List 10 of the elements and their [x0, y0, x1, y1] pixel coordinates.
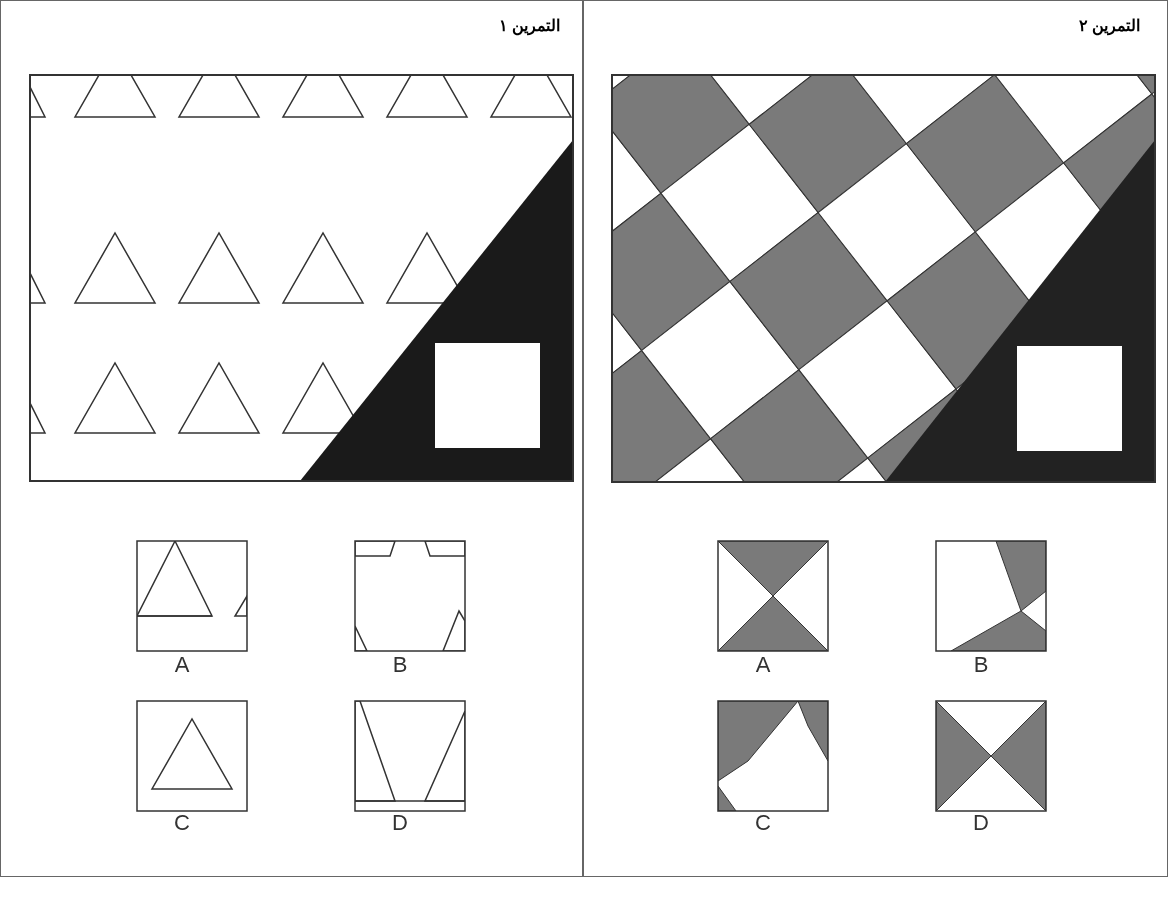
- option-letter: C: [173, 810, 191, 836]
- option-letter: D: [391, 810, 409, 836]
- option-letter: B: [972, 652, 990, 678]
- option-letter: B: [391, 652, 409, 678]
- option-letter: D: [972, 810, 990, 836]
- exercise-title: التمرين ٢: [1078, 16, 1140, 35]
- option-letter: A: [173, 652, 191, 678]
- option-letter: C: [754, 810, 772, 836]
- exercise-title: التمرين ١: [498, 16, 560, 35]
- option-letter: A: [754, 652, 772, 678]
